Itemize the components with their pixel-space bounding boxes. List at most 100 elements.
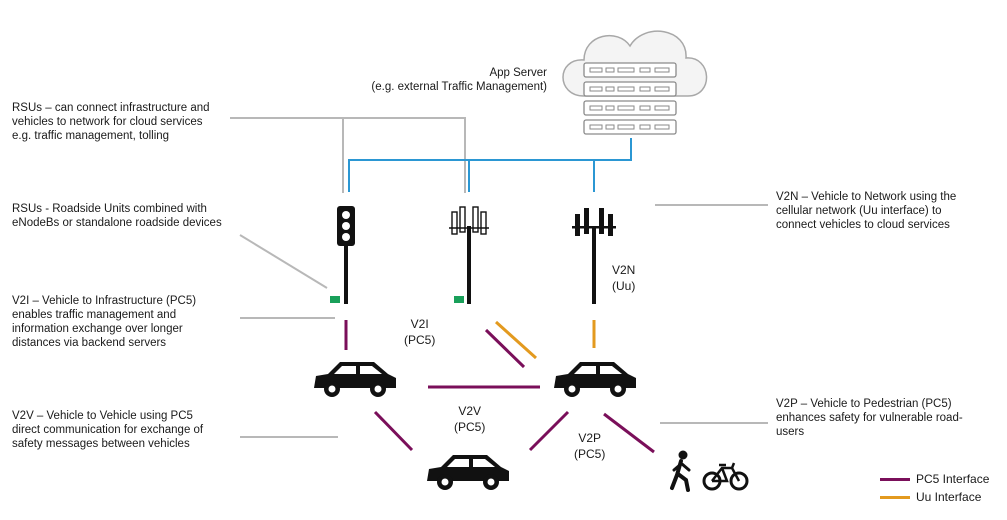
text-line: RSUs – can connect infrastructure and: [12, 102, 210, 114]
text-line: V2N – Vehicle to Network using the: [776, 191, 957, 203]
server-slot: [654, 86, 670, 92]
server-slot: [654, 105, 670, 111]
v2p-description: V2P – Vehicle to Pedestrian (PC5) enhanc…: [776, 397, 963, 439]
server-slot: [605, 105, 615, 111]
rsu-cloud-description: RSUs – can connect infrastructure and ve…: [12, 101, 210, 143]
text-line: users: [776, 426, 805, 438]
text-line: connect vehicles to cloud services: [776, 219, 950, 231]
app-server-subtitle: (e.g. external Traffic Management): [371, 81, 547, 93]
server-slot: [617, 124, 635, 130]
server-slot: [589, 105, 603, 111]
text-line: enables traffic management and: [12, 309, 177, 321]
server-slot: [617, 67, 635, 73]
label-line: V2P: [578, 431, 602, 445]
text-line: e.g. traffic management, tolling: [12, 130, 170, 142]
leader-rsu-cloud: [230, 117, 466, 193]
label-line: (PC5): [574, 447, 606, 461]
bicycle-icon: [702, 462, 749, 491]
v2n-link-label: V2N (Uu): [612, 262, 635, 294]
server-unit: [583, 119, 677, 135]
server-slot: [589, 86, 603, 92]
link-v2i-right: [484, 328, 526, 369]
cell-tower-icon: [467, 226, 471, 304]
legend: PC5 Interface Uu Interface: [880, 470, 989, 506]
cell-tower-rsu: [449, 206, 489, 304]
leader-lines: [230, 117, 768, 438]
traffic-light-lamp: [342, 222, 350, 230]
antenna-panel: [451, 211, 458, 235]
server-slot: [617, 105, 635, 111]
server-slot: [639, 86, 651, 92]
car-icon: [427, 455, 509, 490]
text-line: vehicles to network for cloud services: [12, 116, 203, 128]
link-v2v-right: [528, 410, 570, 452]
v2n-description: V2N – Vehicle to Network using the cellu…: [776, 190, 956, 232]
text-line: V2I – Vehicle to Infrastructure (PC5): [12, 295, 197, 307]
text-line: RSUs - Roadside Units combined with: [12, 203, 207, 215]
legend-swatch-pc5: [880, 477, 910, 481]
antenna-panel: [599, 208, 604, 234]
server-slot: [589, 67, 603, 73]
v2v-link-label: V2V (PC5): [454, 403, 485, 435]
network-links: [348, 138, 632, 192]
antenna-panel: [608, 214, 613, 236]
app-server-label: App Server (e.g. external Traffic Manage…: [371, 66, 547, 94]
v2v-description: V2V – Vehicle to Vehicle using PC5 direc…: [12, 409, 203, 451]
antenna-panel: [575, 214, 580, 236]
server-slot: [639, 67, 651, 73]
traffic-light-rsu: [330, 206, 355, 304]
legend-swatch-uu: [880, 495, 910, 499]
label-line: V2V: [458, 404, 482, 418]
text-line: enhances safety for vulnerable road-: [776, 412, 963, 424]
legend-item-pc5: PC5 Interface: [880, 470, 989, 488]
server-slot: [639, 105, 651, 111]
cell-tower-v2n: [572, 208, 616, 304]
text-line: V2V – Vehicle to Vehicle using PC5: [12, 410, 193, 422]
antenna-panel: [472, 206, 479, 233]
label-line: (PC5): [404, 333, 436, 347]
text-line: eNodeBs or standalone roadside devices: [12, 217, 222, 229]
server-slot: [639, 124, 651, 130]
traffic-light-lamp: [342, 233, 350, 241]
pedestrian-icon: [670, 450, 691, 492]
rsu-box-icon: [330, 296, 340, 303]
server-slot: [654, 124, 670, 130]
app-server-group: [562, 30, 708, 135]
antenna-panel: [459, 206, 466, 233]
antenna-crossbar: [572, 226, 616, 229]
car-icon: [554, 362, 636, 397]
label-line: (Uu): [612, 279, 636, 293]
traffic-light-pole: [344, 246, 348, 304]
server-unit: [583, 62, 677, 78]
link-v2p: [603, 412, 655, 454]
server-slot: [605, 86, 615, 92]
text-line: safety messages between vehicles: [12, 438, 190, 450]
label-line: V2N: [612, 263, 636, 277]
label-line: (PC5): [454, 420, 486, 434]
server-unit: [583, 81, 677, 97]
server-slot: [654, 67, 670, 73]
text-line: cellular network (Uu interface) to: [776, 205, 942, 217]
v2p-link-label: V2P (PC5): [574, 430, 605, 462]
antenna-panel: [584, 208, 589, 234]
rsu-units-description: RSUs - Roadside Units combined with eNod…: [12, 202, 222, 230]
legend-item-uu: Uu Interface: [880, 488, 989, 506]
server-rack-icon: [583, 62, 677, 135]
rsu-box-icon: [454, 296, 464, 303]
legend-label: PC5 Interface: [916, 472, 990, 486]
server-unit: [583, 100, 677, 116]
server-backhaul-line: [348, 138, 632, 192]
server-slot: [589, 124, 603, 130]
leader-rsu-units: [239, 234, 328, 289]
label-line: V2I: [410, 317, 429, 331]
text-line: information exchange over longer: [12, 323, 183, 335]
car-icon: [314, 362, 396, 397]
v2i-link-label: V2I (PC5): [404, 316, 435, 348]
server-slot: [617, 86, 635, 92]
server-slot: [605, 124, 615, 130]
legend-label: Uu Interface: [916, 490, 982, 504]
traffic-light-lamp: [342, 211, 350, 219]
text-line: V2P – Vehicle to Pedestrian (PC5): [776, 398, 952, 410]
link-uu-tower: [494, 320, 538, 360]
